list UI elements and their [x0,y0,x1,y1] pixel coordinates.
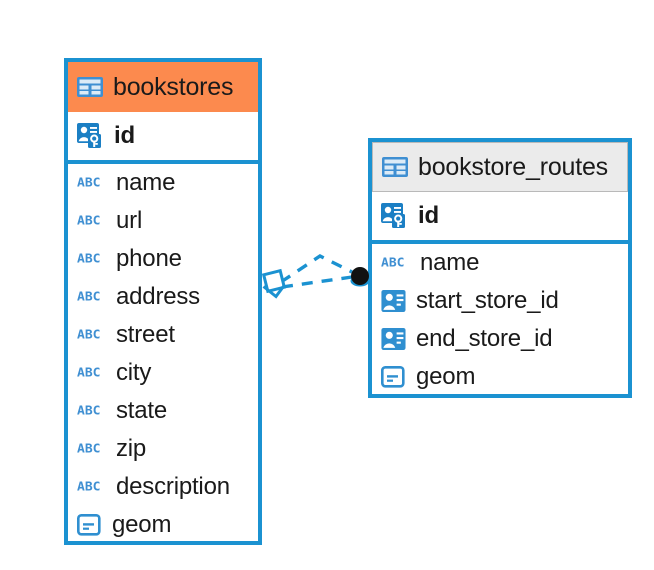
abc-text-icon: ABC [77,290,101,304]
geometry-icon [381,366,405,388]
foreign-key-icon [381,328,406,350]
column-row-street[interactable]: ABC street [68,316,258,354]
column-label: name [116,169,176,196]
column-row-address[interactable]: ABC address [68,278,258,316]
column-row-zip[interactable]: ABC zip [68,430,258,468]
column-label: phone [116,245,182,272]
diamond-marker [261,268,287,299]
abc-text-icon: ABC [77,480,101,494]
column-label: street [116,321,175,348]
column-row-description[interactable]: ABC description [68,468,258,506]
primary-key-icon [381,203,405,228]
column-label: end_store_id [416,325,553,352]
column-row-geom[interactable]: geom [68,506,258,544]
column-row-city[interactable]: ABC city [68,354,258,392]
column-label: name [420,249,480,276]
column-label: city [116,359,152,386]
entity-table-bookstore-routes[interactable]: bookstore_routes [368,138,632,398]
abc-text-icon: ABC [77,176,101,190]
column-label: id [114,122,135,149]
entity-header-bookstore-routes[interactable]: bookstore_routes [372,142,628,192]
column-label: start_store_id [416,287,559,314]
column-label: geom [112,511,172,538]
column-row-name[interactable]: ABC name [372,244,628,282]
column-row-phone[interactable]: ABC phone [68,240,258,278]
column-label: address [116,283,200,310]
abc-text-icon: ABC [77,328,101,342]
column-row-id[interactable]: id [68,112,258,160]
abc-text-icon: ABC [77,252,101,266]
column-row-state[interactable]: ABC state [68,392,258,430]
column-row-id[interactable]: id [372,192,628,240]
column-list-bookstores: ABC name ABC url ABC phone ABC address A… [68,164,258,544]
column-row-start-store-id[interactable]: start_store_id [372,282,628,320]
entity-header-bookstores[interactable]: bookstores [68,62,258,112]
column-label: id [418,202,439,229]
column-label: zip [116,435,147,462]
table-grid-icon [77,77,103,97]
abc-text-icon: ABC [381,256,405,270]
relationship-line-straight [281,275,353,289]
column-label: description [116,473,230,500]
primary-key-block: id [372,192,628,244]
abc-text-icon: ABC [77,442,101,456]
column-list-bookstore-routes: ABC name start_store_id [372,244,628,396]
foreign-key-icon [381,290,406,312]
column-label: geom [416,363,476,390]
column-row-name[interactable]: ABC name [68,164,258,202]
entity-title: bookstore_routes [418,152,608,181]
column-label: state [116,397,168,424]
column-label: url [116,207,143,234]
relationship-line-arc [280,254,353,284]
entity-table-bookstores[interactable]: bookstores id [64,58,262,545]
abc-text-icon: ABC [77,214,101,228]
table-grid-icon [382,157,408,177]
entity-title: bookstores [113,72,234,101]
primary-key-icon [77,123,101,148]
geometry-icon [77,514,101,536]
filled-circle-marker [350,267,370,287]
abc-text-icon: ABC [77,366,101,380]
column-row-end-store-id[interactable]: end_store_id [372,320,628,358]
column-row-geom[interactable]: geom [372,358,628,396]
abc-text-icon: ABC [77,404,101,418]
primary-key-block: id [68,112,258,164]
column-row-url[interactable]: ABC url [68,202,258,240]
